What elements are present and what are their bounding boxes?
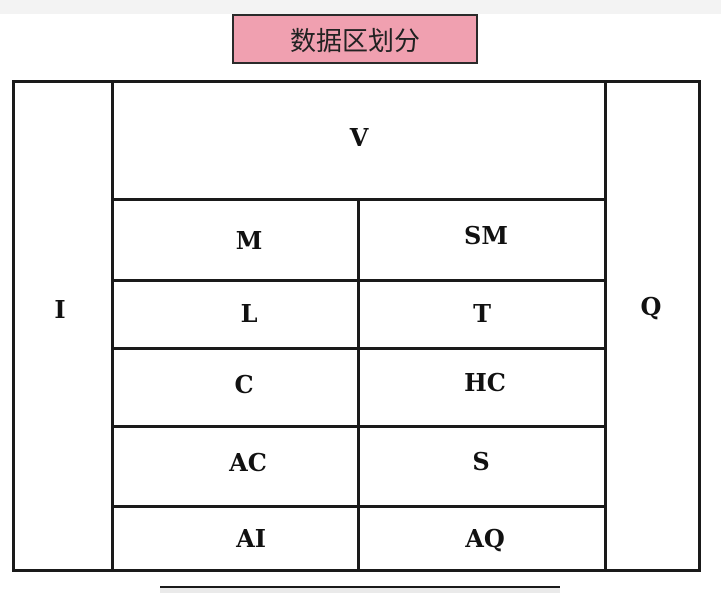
grid-cell-label: AC <box>229 448 267 477</box>
right-column-divider <box>604 83 607 569</box>
grid-cell-label: T <box>473 299 491 328</box>
row-divider-4 <box>111 505 607 508</box>
grid-cell-label: SM <box>464 221 508 250</box>
data-area-diagram: I Q V M SM L T C HC AC S AI AQ <box>12 80 701 572</box>
grid-cell-label: C <box>234 370 254 399</box>
top-cell-divider <box>111 198 607 201</box>
top-band <box>0 0 721 14</box>
row-divider-2 <box>111 347 607 350</box>
grid-cell-label: AQ <box>465 524 505 553</box>
row-divider-3 <box>111 425 607 428</box>
center-grid-divider <box>357 200 360 569</box>
left-column-label: I <box>54 295 66 324</box>
bottom-bar <box>160 586 560 593</box>
right-column-label: Q <box>640 292 662 321</box>
grid-cell-label: S <box>472 447 490 476</box>
left-column-divider <box>111 83 114 569</box>
grid-cell-label: AI <box>236 524 266 553</box>
row-divider-1 <box>111 279 607 282</box>
grid-cell-label: M <box>235 226 263 255</box>
grid-cell-label: HC <box>464 368 506 397</box>
grid-cell-label: L <box>240 299 258 328</box>
diagram-title: 数据区划分 <box>232 14 478 64</box>
top-cell-label: V <box>349 123 369 152</box>
